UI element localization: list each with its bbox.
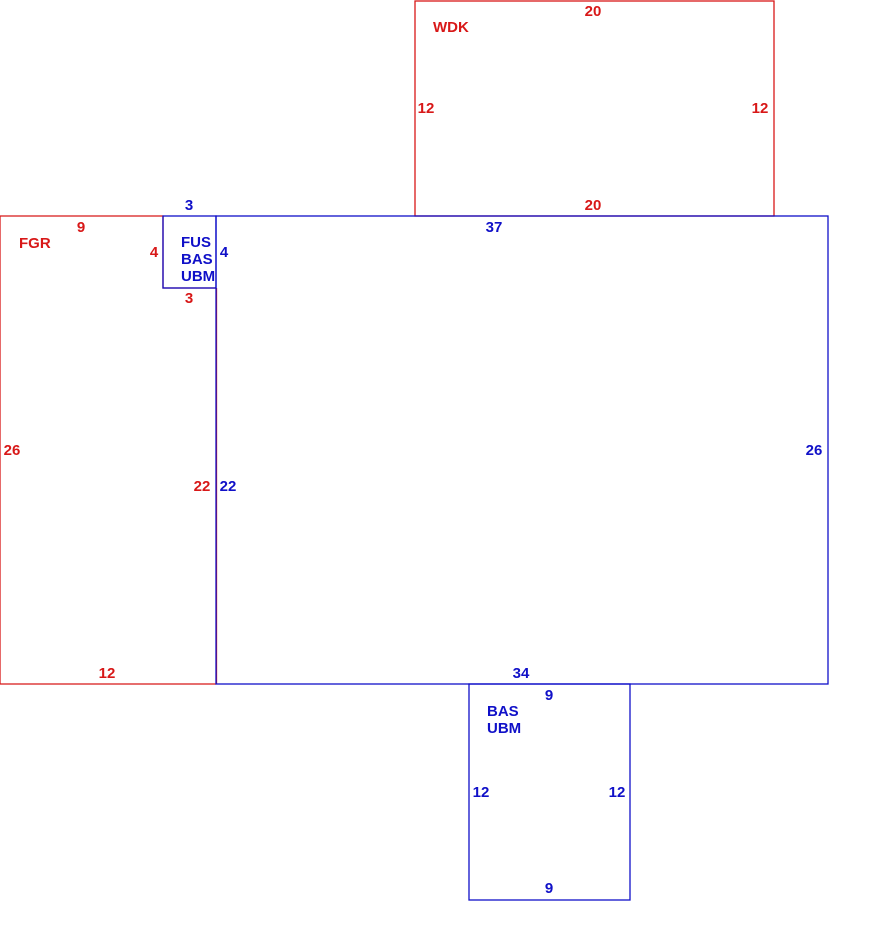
main-right-dimension: 26	[806, 442, 823, 459]
bas-code-2: UBM	[487, 720, 521, 737]
fus-top-dimension: 3	[185, 197, 193, 214]
area-fus: FUS BAS UBM 3 4	[162, 197, 229, 289]
main-bottom-dimension: 34	[513, 665, 530, 682]
bas-outline	[468, 683, 631, 901]
fgr-top-dimension: 9	[77, 219, 85, 236]
wdk-right-dimension: 12	[752, 100, 769, 117]
bas-code-1: BAS	[487, 703, 519, 720]
fgr-code: FGR	[19, 235, 51, 252]
fgr-notch-bottom-dimension: 3	[185, 290, 193, 307]
fus-code-2: BAS	[181, 251, 213, 268]
main-top-dimension: 37	[486, 219, 503, 236]
fgr-bottom-dimension: 12	[99, 665, 116, 682]
fgr-outline	[0, 215, 216, 685]
fgr-left-dimension: 26	[4, 442, 21, 459]
wdk-code: WDK	[433, 19, 469, 36]
area-main: 37 22 26 34	[215, 215, 829, 685]
fgr-right-dimension: 22	[194, 478, 211, 495]
bas-right-dimension: 12	[609, 784, 626, 801]
wdk-top-dimension: 20	[585, 3, 602, 20]
wdk-bottom-dimension: 20	[585, 197, 602, 214]
fgr-notch-side-dimension: 4	[150, 244, 159, 261]
wdk-left-dimension: 12	[418, 100, 435, 117]
area-fgr: FGR 9 4 3 26 22 12	[0, 215, 218, 685]
bas-bottom-dimension: 9	[545, 880, 553, 897]
area-wdk: WDK 20 12 12 20	[414, 0, 775, 217]
main-outline	[215, 215, 829, 685]
fus-right-dimension: 4	[220, 244, 229, 261]
fus-code-3: UBM	[181, 268, 215, 285]
wdk-outline	[414, 0, 775, 217]
main-left-dimension: 22	[220, 478, 237, 495]
bas-left-dimension: 12	[473, 784, 490, 801]
bas-top-dimension: 9	[545, 687, 553, 704]
area-bas: BAS UBM 9 12 12 9	[468, 683, 631, 901]
fus-code-1: FUS	[181, 234, 211, 251]
